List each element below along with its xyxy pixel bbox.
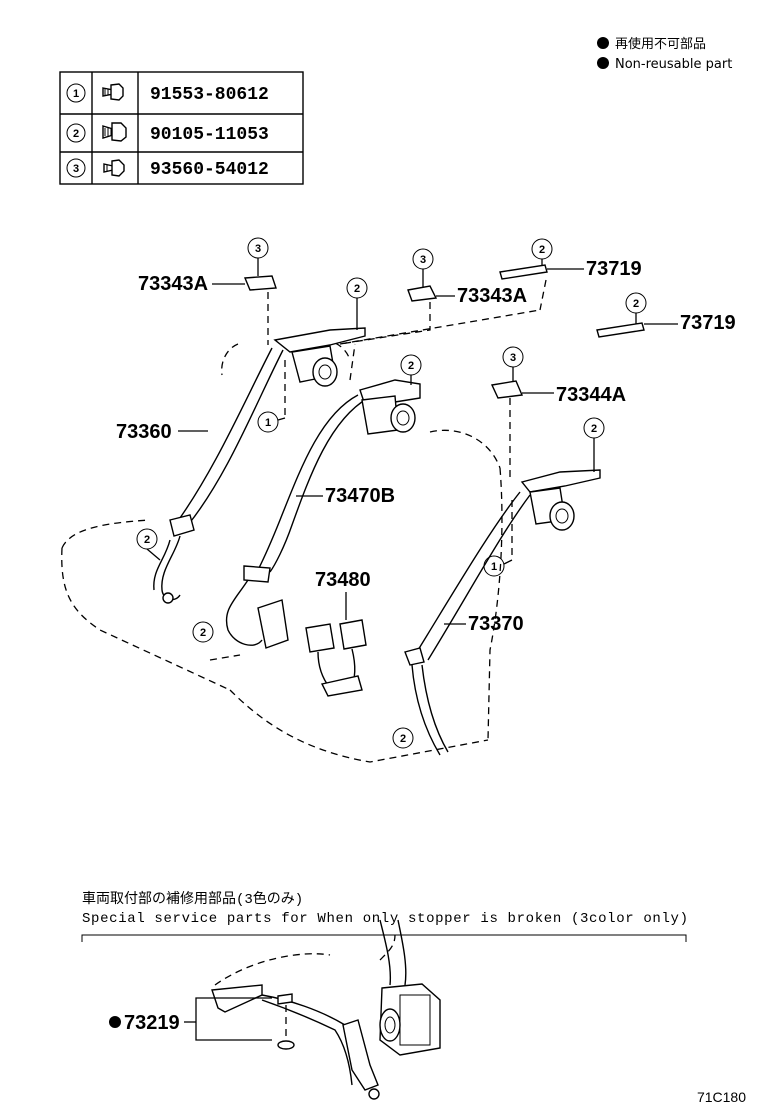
callout-73719-mid: 73719 (644, 312, 736, 334)
seat-cushion-outline (61, 337, 503, 763)
callout-73343A-right: 73343A (436, 285, 527, 307)
part-number: 93560-54012 (150, 160, 269, 180)
ref-circle-3: 3 (502, 346, 524, 382)
stopper-detail: 73219 (109, 919, 441, 1100)
ref-circle-2: 2 (531, 238, 553, 266)
index-circle (66, 123, 86, 143)
callout-73370: 73370 (444, 613, 524, 635)
ref-circle-2: 2 (400, 354, 422, 385)
ref-circle-1: 1 (483, 555, 513, 577)
index-circle (66, 158, 86, 178)
svg-text:3: 3 (255, 243, 261, 255)
part-label: 73343A (138, 273, 208, 295)
non-reusable-dot-icon (597, 37, 609, 49)
index-label: 3 (73, 163, 79, 175)
svg-text:2: 2 (354, 283, 360, 295)
legend-jp: 再使用不可部品 (615, 36, 706, 52)
ref-circle-2: 2 (583, 417, 605, 472)
svg-text:2: 2 (633, 298, 639, 310)
buckle-73480 (305, 619, 367, 697)
part-label: 73343A (457, 285, 527, 307)
ref-circle-3: 3 (247, 237, 269, 276)
table-row: 2 90105-11053 (66, 122, 269, 145)
svg-text:2: 2 (591, 423, 597, 435)
svg-text:3: 3 (420, 254, 426, 266)
stopper-upper (277, 993, 293, 1005)
guide-line (339, 302, 431, 345)
callout-73360: 73360 (116, 421, 208, 443)
part-label: 73360 (116, 421, 172, 443)
legend: 再使用不可部品 Non-reusable part (597, 36, 732, 72)
index-label: 1 (73, 88, 79, 100)
ref-circle-2: 2 (192, 621, 214, 643)
part-label: 73370 (468, 613, 524, 635)
figure-code: 71C180 (697, 1089, 746, 1105)
ref-circle-2: 2 (346, 277, 368, 330)
plate-73719-mid (596, 322, 645, 338)
svg-text:2: 2 (200, 627, 206, 639)
bolt-icon (102, 83, 124, 101)
part-label: 73480 (315, 569, 371, 591)
cover-73343A-left (243, 275, 277, 291)
callout-73470B: 73470B (296, 485, 395, 507)
callout-73719-top: 73719 (547, 258, 642, 280)
part-label: 73344A (556, 384, 626, 406)
part-label: 73219 (124, 1012, 180, 1034)
ref-circle-2: 2 (625, 292, 647, 324)
special-note: 車両取付部の補修用部品(3色のみ) Special service parts … (81, 890, 688, 942)
plate-73719-top (499, 264, 548, 280)
bolt-icon (102, 122, 127, 142)
svg-text:2: 2 (400, 733, 406, 745)
non-reusable-dot-icon (109, 1016, 121, 1028)
table-row: 1 91553-80612 (66, 83, 269, 105)
non-reusable-dot-icon (597, 57, 609, 69)
svg-text:3: 3 (510, 352, 516, 364)
seat-back-outline (339, 309, 541, 381)
belt-73370 (404, 469, 601, 756)
svg-text:2: 2 (539, 244, 545, 256)
part-number: 91553-80612 (150, 85, 269, 105)
callout-73344A: 73344A (522, 384, 626, 406)
index-label: 2 (73, 128, 79, 140)
part-label: 73470B (325, 485, 395, 507)
legend-en: Non-reusable part (615, 57, 732, 72)
guide-line (209, 654, 241, 661)
belt-73470B (225, 379, 421, 649)
cover-73344A (490, 380, 524, 399)
belt-73360 (153, 327, 366, 604)
part-label: 73719 (586, 258, 642, 280)
guide-line (539, 279, 547, 311)
callout-73343A-left: 73343A (138, 273, 245, 295)
callout-73480: 73480 (315, 569, 371, 620)
note-en: Special service parts for When only stop… (82, 911, 688, 927)
svg-text:2: 2 (408, 360, 414, 372)
table-row: 3 93560-54012 (66, 158, 269, 180)
ref-circle-2: 2 (392, 727, 414, 749)
stopper-lower (277, 1040, 295, 1050)
svg-text:2: 2 (144, 534, 150, 546)
parts-table: 1 91553-80612 2 90105-11053 3 (59, 71, 304, 185)
note-jp: 車両取付部の補修用部品(3色のみ) (82, 890, 303, 908)
ref-circle-1: 1 (257, 411, 286, 433)
svg-text:1: 1 (265, 417, 271, 429)
part-number: 90105-11053 (150, 125, 269, 145)
part-label: 73719 (680, 312, 736, 334)
ref-circle-3: 3 (412, 248, 434, 287)
index-circle (66, 83, 86, 103)
svg-text:1: 1 (491, 561, 497, 573)
cover-73343A-right (407, 285, 438, 302)
ref-circle-2: 2 (136, 528, 161, 561)
screw-icon (103, 159, 125, 177)
